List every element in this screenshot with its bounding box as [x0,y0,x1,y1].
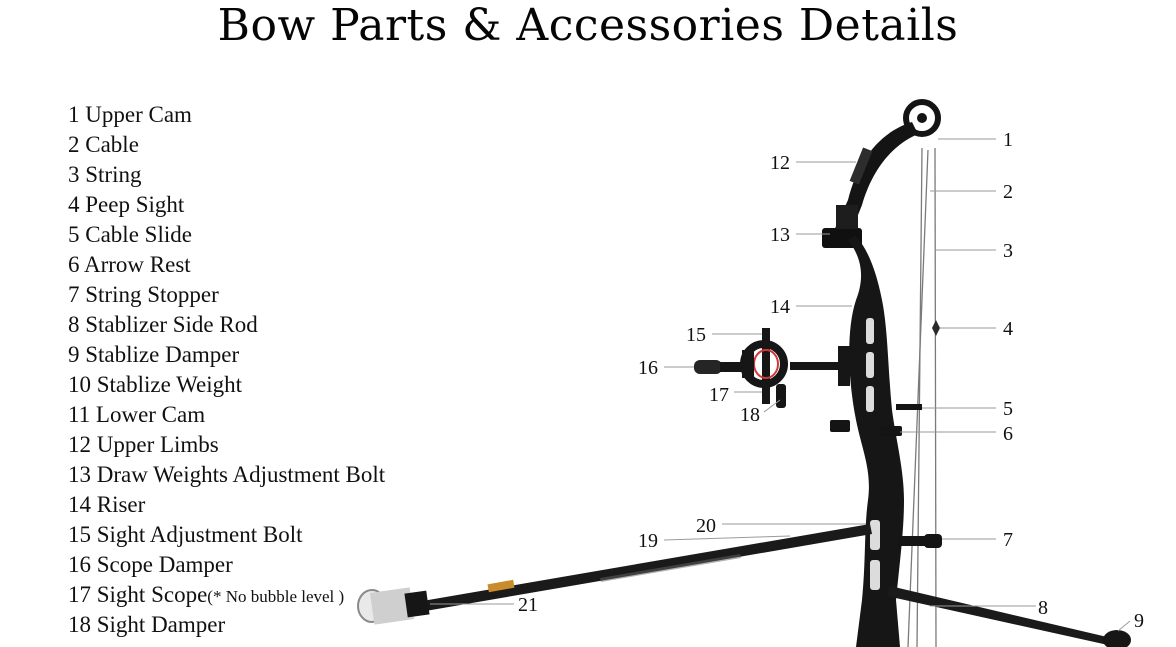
part-note: (* No bubble level ) [207,587,345,606]
callout-lines [430,138,1131,632]
part-name: Riser [96,492,146,517]
callout-label: 5 [1003,398,1013,420]
part-item: 9 Stablize Damper [68,340,385,370]
callout-label: 20 [696,515,716,537]
part-item: 11 Lower Cam [68,400,385,430]
part-number: 3 [68,162,80,187]
part-item: 4 Peep Sight [68,190,385,220]
part-number: 10 [68,372,91,397]
part-number: 16 [68,552,91,577]
part-number: 14 [68,492,91,517]
part-number: 1 [68,102,80,127]
callout-label: 3 [1003,240,1013,262]
part-item: 3 String [68,160,385,190]
callout-label: 21 [518,594,538,616]
part-item: 7 String Stopper [68,280,385,310]
part-number: 11 [68,402,91,427]
part-number: 2 [68,132,80,157]
part-name: Cable [85,132,139,157]
part-number: 9 [68,342,80,367]
side-rod [887,586,1131,647]
callout-label: 8 [1038,597,1048,619]
part-number: 12 [68,432,91,457]
part-name: Upper Limbs [96,432,219,457]
part-item: 16 Scope Damper [68,550,385,580]
part-number: 17 [68,582,91,607]
part-item: 6 Arrow Rest [68,250,385,280]
part-number: 5 [68,222,80,247]
part-item: 12 Upper Limbs [68,430,385,460]
part-number: 13 [68,462,91,487]
page-title: Bow Parts & Accessories Details [217,0,959,51]
part-name: Scope Damper [96,552,233,577]
part-number: 8 [68,312,80,337]
part-number: 15 [68,522,91,547]
part-number: 7 [68,282,80,307]
callout-label: 15 [686,324,706,346]
part-name: Lower Cam [95,402,206,427]
callout-label: 19 [638,530,658,552]
part-name: Upper Cam [85,102,192,127]
part-name: Cable Slide [85,222,192,247]
stabilizer-rod [405,524,872,614]
upper-cam [903,99,941,137]
bow-string [907,147,937,647]
callout-label: 14 [770,296,790,318]
part-name: String [85,162,142,187]
part-name: Sight Scope [96,582,208,607]
stabilizer-weight [357,587,430,625]
part-number: 4 [68,192,80,217]
callout-label: 16 [638,357,658,379]
callout-label: 6 [1003,423,1013,445]
callout-label: 13 [770,224,790,246]
part-item: 2 Cable [68,130,385,160]
part-name: Sight Adjustment Bolt [96,522,303,547]
part-name: Draw Weights Adjustment Bolt [96,462,386,487]
string-stopper [898,534,942,548]
part-item: 1 Upper Cam [68,100,385,130]
part-name: Sight Damper [96,612,226,637]
part-number: 6 [68,252,80,277]
part-name: Stablizer Side Rod [85,312,258,337]
part-item: 13 Draw Weights Adjustment Bolt [68,460,385,490]
callout-numbers: 1 2 3 4 5 6 7 8 9 12 13 14 15 16 17 18 1… [518,129,1144,632]
part-name: Arrow Rest [83,252,191,277]
upper-limbs [822,122,918,248]
callout-label: 18 [740,404,760,426]
callout-label: 7 [1003,529,1013,551]
part-item: 10 Stablize Weight [68,370,385,400]
part-item: 8 Stablizer Side Rod [68,310,385,340]
part-name: String Stopper [85,282,219,307]
callout-label: 2 [1003,181,1013,203]
callout-label: 17 [709,384,729,406]
callout-label: 1 [1003,129,1013,151]
part-item: 18 Sight Damper [68,610,385,640]
part-name: Stablize Weight [96,372,243,397]
part-item: 17 Sight Scope(* No bubble level ) [68,580,385,610]
part-item: 15 Sight Adjustment Bolt [68,520,385,550]
arrow-rest [830,420,902,436]
callout-label: 4 [1003,318,1013,340]
part-name: Stablize Damper [85,342,240,367]
part-item: 5 Cable Slide [68,220,385,250]
sight-assembly [694,328,850,408]
part-number: 18 [68,612,91,637]
part-name: Peep Sight [85,192,185,217]
parts-list: 1 Upper Cam 2 Cable 3 String 4 Peep Sigh… [68,100,385,640]
callout-label: 12 [770,152,790,174]
callout-label: 9 [1134,610,1144,632]
part-item: 14 Riser [68,490,385,520]
cable-slide [896,404,922,410]
peep-sight [932,320,940,336]
riser [848,236,904,647]
